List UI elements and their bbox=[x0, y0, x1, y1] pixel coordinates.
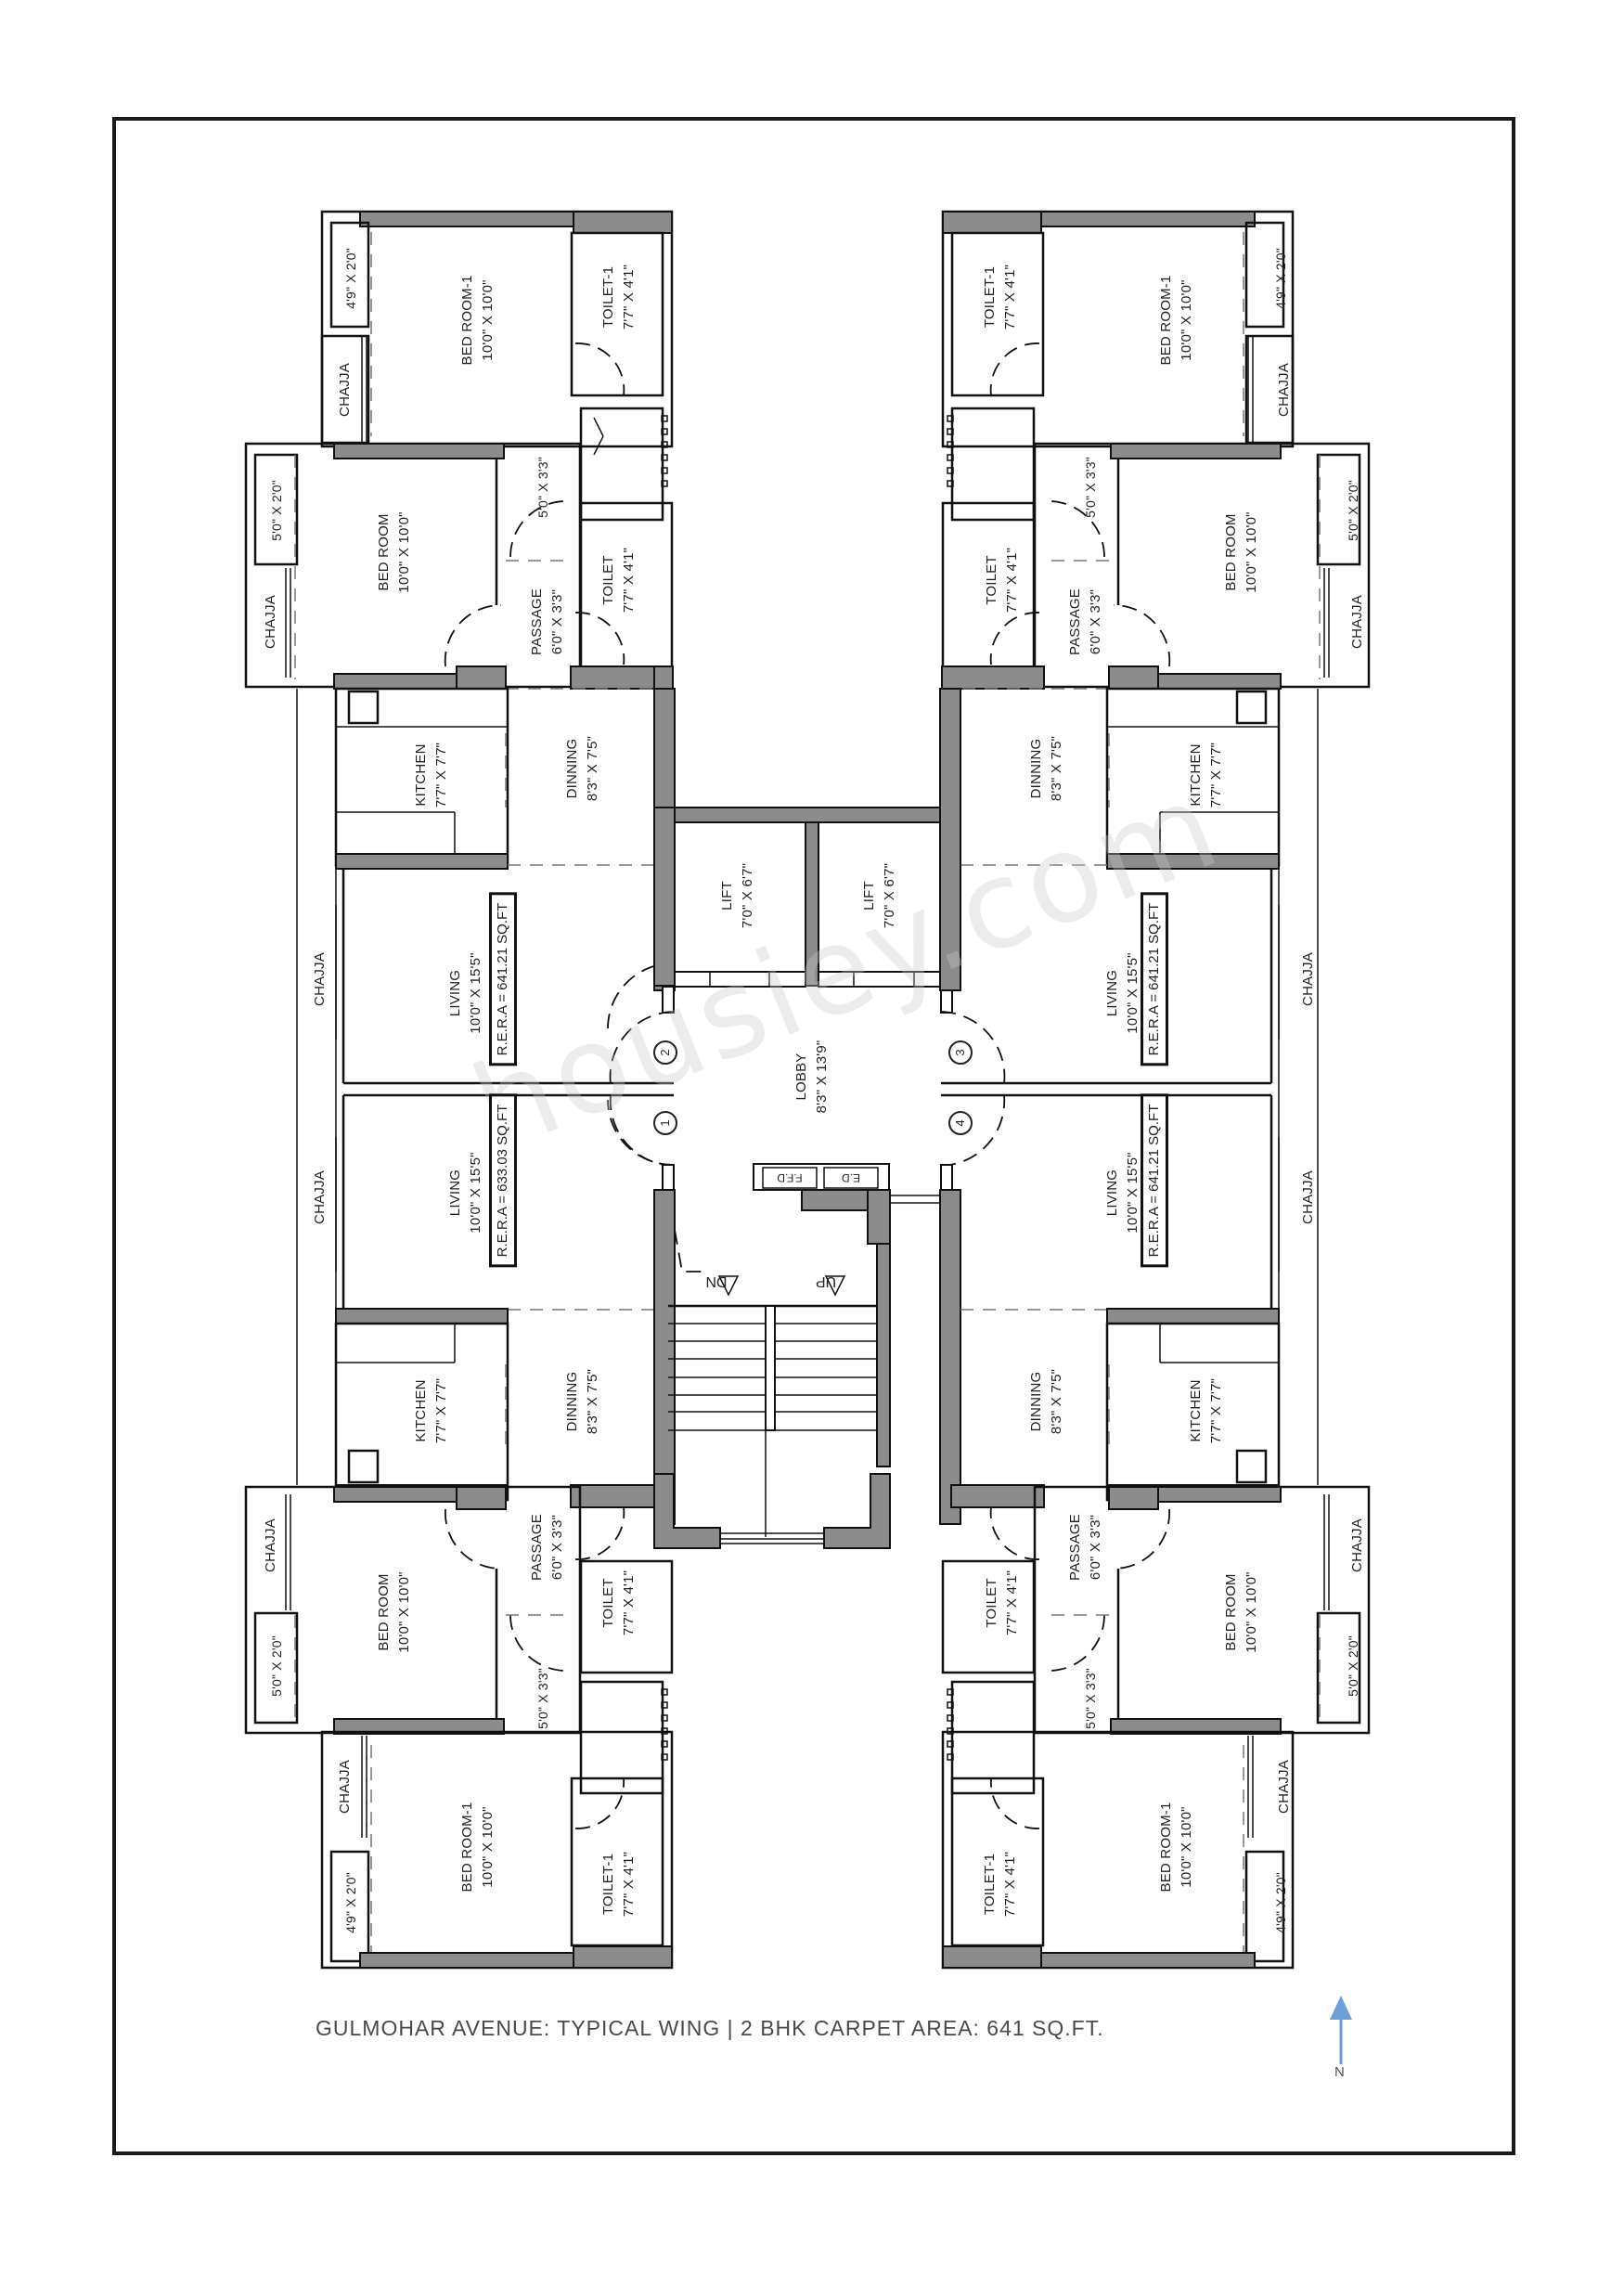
chajja-top-right-2: CHAJJA bbox=[1349, 595, 1365, 649]
flat-number-3: 3 bbox=[948, 1040, 973, 1065]
stair-up-label: UP bbox=[815, 1273, 837, 1289]
flat-number-2: 2 bbox=[653, 1040, 677, 1065]
plan-title: GULMOHAR AVENUE: TYPICAL WING | 2 BHK CA… bbox=[316, 2016, 1104, 2040]
ledge-bedroom1-bottom-right: 4'9" X 2'0" bbox=[1273, 1872, 1288, 1933]
chajja-top-right-1: CHAJJA bbox=[1276, 363, 1292, 417]
ledge-bedroom1-top-right: 4'9" X 2'0" bbox=[1273, 248, 1288, 309]
core bbox=[609, 807, 1006, 1549]
chajja-bottom-left-3: CHAJJA bbox=[312, 1170, 328, 1224]
chajja-top-left-1: CHAJJA bbox=[337, 363, 353, 417]
right-wing bbox=[939, 210, 1371, 1970]
ledge-bedroom-top-left: 5'0" X 2'0" bbox=[269, 480, 284, 541]
rera-area-top-right: R.E.R.A = 641.21 SQ.FT bbox=[1141, 892, 1168, 1066]
north-arrow-icon bbox=[1330, 1996, 1352, 2064]
duct-bottom-right: 5'0" X 3'3" bbox=[1083, 1668, 1098, 1729]
flat-number-4: 4 bbox=[948, 1111, 973, 1135]
left-wing bbox=[244, 210, 676, 1970]
chajja-top-left-3: CHAJJA bbox=[312, 952, 328, 1006]
stair-down-label: DN bbox=[705, 1273, 728, 1289]
ledge-bedroom-bottom-left: 5'0" X 2'0" bbox=[269, 1635, 284, 1697]
ledge-bedroom-top-right: 5'0" X 2'0" bbox=[1346, 480, 1360, 541]
chajja-bottom-right-1: CHAJJA bbox=[1276, 1760, 1292, 1814]
chajja-bottom-left-2: CHAJJA bbox=[263, 1518, 278, 1572]
rera-area-top-left: R.E.R.A = 641.21 SQ.FT bbox=[489, 892, 517, 1066]
fire-duct-ffd: F.F.D bbox=[777, 1171, 803, 1184]
duct-top-right: 5'0" X 3'3" bbox=[1083, 457, 1098, 518]
rera-area-bottom-right: R.E.R.A = 641.21 SQ.FT bbox=[1141, 1093, 1168, 1268]
flat-number-1: 1 bbox=[653, 1111, 677, 1135]
drawing-frame bbox=[112, 117, 1515, 2155]
duct-top-left: 5'0" X 3'3" bbox=[535, 457, 550, 518]
chajja-bottom-right-2: CHAJJA bbox=[1349, 1518, 1365, 1572]
chajja-top-left-2: CHAJJA bbox=[263, 595, 278, 649]
ledge-bedroom-bottom-right: 5'0" X 2'0" bbox=[1346, 1635, 1360, 1697]
duct-bottom-left: 5'0" X 3'3" bbox=[535, 1668, 550, 1729]
chajja-bottom-left-1: CHAJJA bbox=[337, 1760, 353, 1814]
ledge-bedroom1-top-left: 4'9" X 2'0" bbox=[343, 248, 358, 309]
chajja-bottom-right-3: CHAJJA bbox=[1300, 1170, 1316, 1224]
rera-area-bottom-left: R.E.R.A = 633.03 SQ.FT bbox=[489, 1093, 517, 1268]
electrical-duct-ed: E.D bbox=[841, 1171, 861, 1184]
ledge-bedroom1-bottom-left: 4'9" X 2'0" bbox=[343, 1872, 358, 1933]
chajja-top-right-3: CHAJJA bbox=[1300, 952, 1316, 1006]
north-label: N bbox=[1334, 2064, 1345, 2080]
